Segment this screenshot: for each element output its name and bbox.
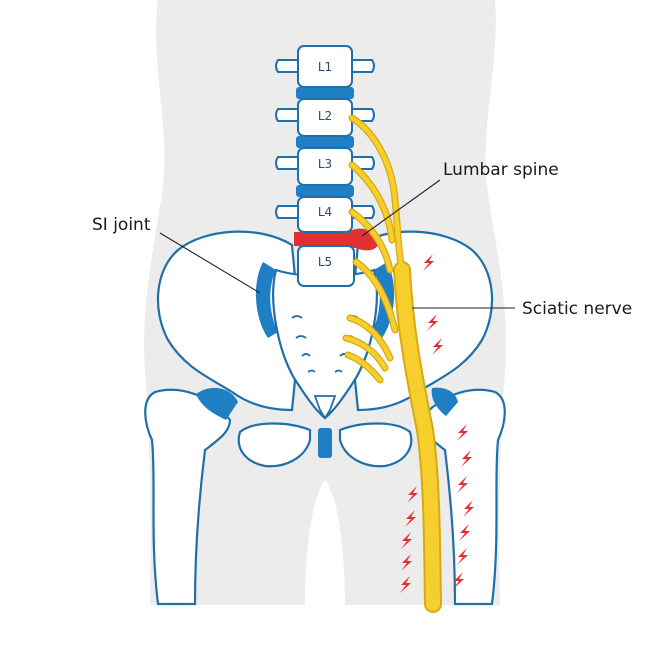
nerve-root-l3 [349,162,395,243]
vertebra-l1-label: L1 [318,60,332,74]
pain-indicators [400,254,474,593]
sacral-foramen [291,315,303,319]
lightning-bolt-icon [401,554,412,571]
lightning-bolt-icon [423,254,434,271]
lightning-bolt-icon [457,548,468,565]
herniated-disc-l4-l5 [294,228,379,251]
lightning-bolt-icon [453,572,464,589]
lightning-bolt-icon [400,576,411,593]
left-si-joint [255,262,278,338]
vertebra-l5: L5 [297,245,355,287]
nerve-trunk [395,263,440,611]
left-femur-shaft [144,388,232,606]
lightning-bolt-icon [461,450,472,467]
right-femoral-head-cartilage [431,387,458,416]
disc-l2-l3 [296,136,354,148]
sciatic-nerve [342,114,442,613]
right-femur-shaft [418,388,506,606]
sacral-foramen [295,335,307,339]
lightning-bolt-icon [432,338,443,355]
lightning-bolt-icon [405,510,416,527]
lightning-bolt-icon [463,500,474,517]
left-femur [144,387,312,606]
vertebra-l3-label: L3 [318,157,332,171]
disc-l1-l2 [296,87,354,99]
sacrum [272,268,378,420]
sacral-foramen [307,369,316,373]
sacral-branch [343,335,388,371]
left-femoral-head-cartilage [196,387,238,420]
vertebra-l2-processes [275,108,375,122]
coccyx [313,395,337,420]
lightning-bolt-icon [407,486,418,503]
lightning-bolt-icon [427,314,438,331]
sacral-branch [345,352,383,383]
lumbar-spine-leader-line [361,179,441,237]
sacral-foramen [334,369,343,373]
disc-l3-l4 [296,185,354,197]
lumbar-spine-label: Lumbar spine [443,160,559,180]
left-obturator-ring [237,422,312,468]
lightning-bolt-icon [459,524,470,541]
sacral-foramen [301,353,311,357]
sciatic-nerve-label: Sciatic nerve [522,299,632,319]
pubic-symphysis [318,428,332,458]
callout-lines [159,179,515,309]
nerve-root-l2 [349,115,405,273]
si-joint-leader-line [159,232,261,294]
lightning-bolt-icon [457,476,468,493]
vertebra-l1-processes [275,59,375,73]
si-joint-label: SI joint [92,215,151,235]
vertebra-l5-label: L5 [318,255,332,269]
vertebra-l2-label: L2 [318,109,332,123]
lightning-bolt-icon [457,424,468,441]
vertebra-l1-body [297,45,353,88]
nerve-root-l5 [353,259,398,333]
sacral-branch [347,315,393,361]
right-femur [338,387,506,606]
lumbar-spine: L1 L2 L3 L4 L5 [275,45,379,287]
nerve-root-l4 [349,209,393,273]
right-obturator-ring [338,422,413,468]
vertebra-l4-label: L4 [318,205,332,219]
vertebra-l5-body [297,245,355,287]
lightning-bolt-icon [401,532,412,549]
vertebra-l1: L1 [275,45,375,88]
